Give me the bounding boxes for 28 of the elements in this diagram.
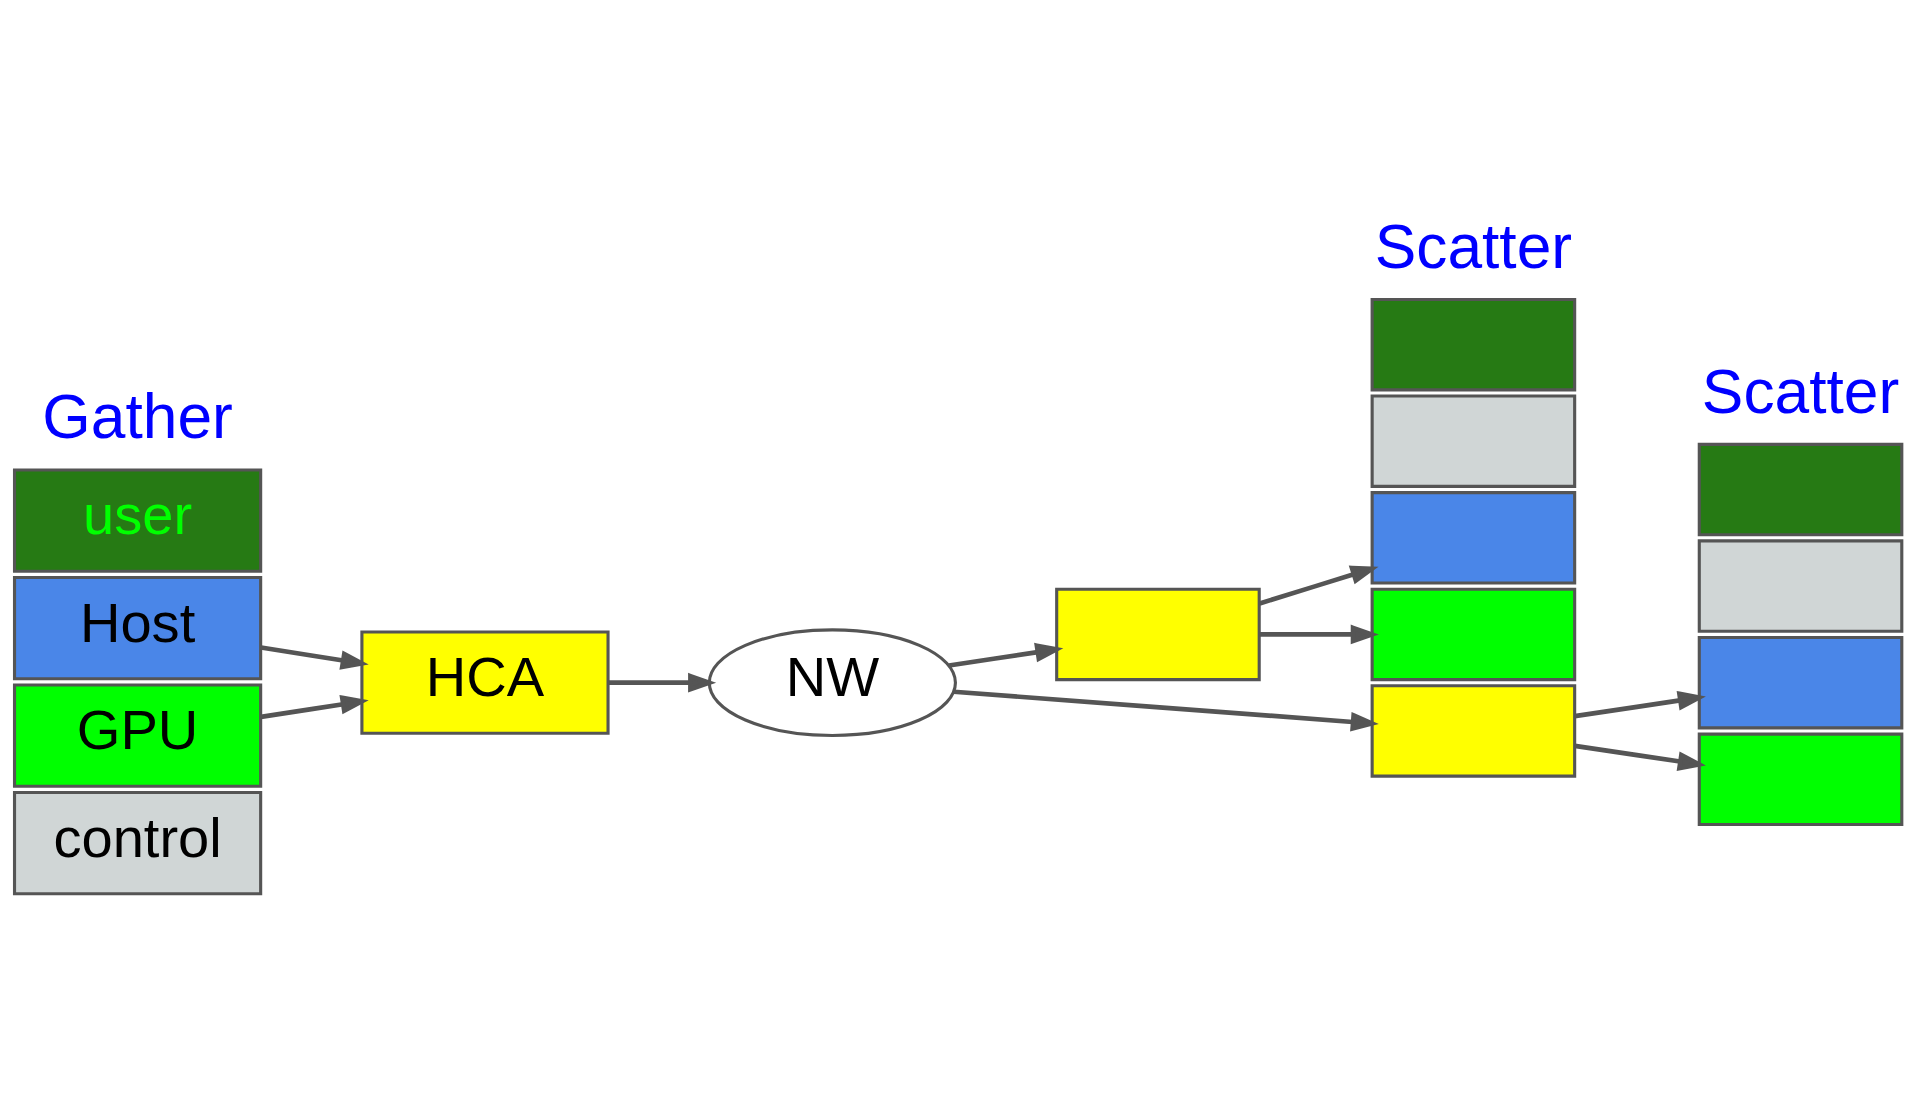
arrow [608, 672, 717, 693]
node-box [1697, 539, 1904, 633]
node-box [1697, 442, 1904, 537]
arrow [948, 642, 1064, 668]
node-box [1370, 297, 1577, 392]
node-box: GPU [12, 683, 263, 788]
node-box [1370, 491, 1577, 585]
node-box: Host [12, 576, 263, 681]
node-box: HCA [360, 630, 610, 735]
arrow [260, 645, 369, 670]
node-box [1697, 732, 1904, 826]
node-ellipse: NW [707, 628, 957, 738]
arrow [1574, 690, 1706, 719]
label: Scatter [1374, 212, 1573, 282]
arrow [1574, 743, 1706, 771]
node-box [1370, 394, 1577, 488]
arrow [260, 694, 369, 720]
node-box: control [12, 790, 263, 896]
arrow [953, 689, 1379, 732]
node-box [1055, 587, 1261, 682]
arrow [1258, 565, 1379, 606]
node-box [1697, 635, 1904, 730]
label: Gather [42, 382, 233, 452]
node-box: user [12, 468, 263, 573]
label: Scatter [1701, 357, 1900, 427]
node-box [1370, 587, 1577, 682]
node-box [1370, 684, 1577, 778]
arrow [1259, 624, 1379, 645]
